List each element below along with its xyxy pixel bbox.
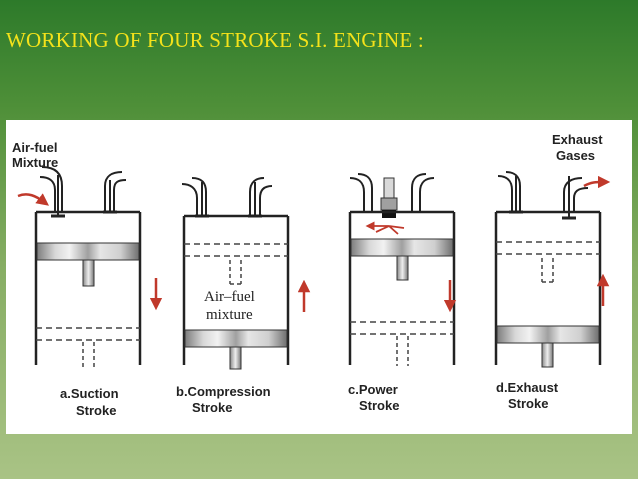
label-air-fuel: Air-fuel xyxy=(12,140,58,155)
slide-title: WORKING OF FOUR STROKE S.I. ENGINE : xyxy=(6,28,424,52)
engine-compression xyxy=(181,177,311,370)
connecting-rod xyxy=(229,346,242,370)
piston xyxy=(496,325,600,344)
spark-plug-body xyxy=(380,197,398,211)
stroke-name-b: b.Compression xyxy=(176,384,271,399)
spark-plug-insulator xyxy=(383,177,395,199)
exhaust-port-inner xyxy=(259,185,273,216)
engine-exhaust xyxy=(494,171,611,368)
engine-stroke-diagram: Air-fuel Mixture Exhaust Gases Air–fuel … xyxy=(6,120,632,434)
exhaust-port xyxy=(249,177,265,216)
stroke-suffix-b: Stroke xyxy=(192,400,232,415)
stroke-suffix-a: Stroke xyxy=(76,403,116,418)
exhaust-port xyxy=(104,171,123,212)
rod-ghost xyxy=(229,260,242,285)
stroke-name-d: d.Exhaust xyxy=(496,380,559,395)
intake-port xyxy=(181,183,198,216)
spark-burst xyxy=(370,226,405,235)
engine-suction xyxy=(17,166,163,368)
intake-port xyxy=(39,176,56,212)
label-mixture: Mixture xyxy=(12,155,58,170)
exhaust-port-inner xyxy=(573,187,589,212)
stroke-name-a: a.Suction xyxy=(60,386,119,401)
spark-plug-tip xyxy=(382,210,396,218)
cylinder-wall xyxy=(34,210,142,365)
label-exhaust: Exhaust xyxy=(552,132,603,147)
label-air-fuel-mixture-1: Air–fuel xyxy=(204,289,255,305)
cylinder-wall xyxy=(494,210,602,365)
piston xyxy=(350,238,454,257)
intake-port xyxy=(349,177,365,212)
rod-ghost xyxy=(396,336,409,366)
exhaust-flow-arrow xyxy=(583,175,611,189)
cylinder-wall xyxy=(348,210,456,365)
connecting-rod xyxy=(82,259,95,287)
engine-power xyxy=(348,173,457,366)
piston xyxy=(36,242,140,261)
connecting-rod xyxy=(396,255,409,281)
engine-diagram-svg: Air-fuel Mixture Exhaust Gases Air–fuel … xyxy=(12,132,611,418)
intake-port-inner xyxy=(41,166,63,212)
intake-port-inner xyxy=(357,173,373,212)
connecting-rod xyxy=(541,342,554,368)
stroke-name-c: c.Power xyxy=(348,382,398,397)
cylinder-wall xyxy=(182,214,290,365)
piston xyxy=(184,329,288,348)
intake-port xyxy=(497,175,513,212)
rod-ghost xyxy=(82,342,95,368)
intake-flow-arrow xyxy=(17,193,50,206)
label-gases: Gases xyxy=(556,148,595,163)
intake-port-inner xyxy=(191,177,207,216)
rod-ghost xyxy=(541,258,554,283)
exhaust-port-inner xyxy=(113,179,127,212)
exhaust-port-inner xyxy=(419,177,435,212)
label-air-fuel-mixture-2: mixture xyxy=(206,307,253,323)
stroke-suffix-c: Stroke xyxy=(359,398,399,413)
stroke-suffix-d: Stroke xyxy=(508,396,548,411)
exhaust-port xyxy=(411,173,427,212)
